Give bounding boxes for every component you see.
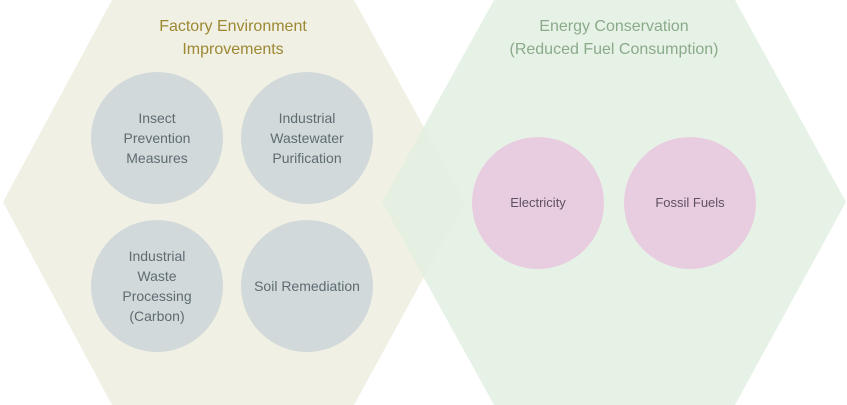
label-wastewater-purification: Industrial Wastewater Purification xyxy=(270,110,344,166)
title-energy-conservation: Energy Conservation (Reduced Fuel Consum… xyxy=(509,18,719,58)
circle-insect-prevention xyxy=(91,72,223,204)
label-electricity: Electricity xyxy=(510,195,566,210)
title-factory-environment: Factory Environment Improvements xyxy=(159,18,307,58)
hexagon-energy-conservation xyxy=(382,0,846,405)
circle-waste-processing xyxy=(91,220,223,352)
circle-fossil-fuels xyxy=(624,137,756,269)
label-fossil-fuels: Fossil Fuels xyxy=(655,195,725,210)
label-waste-processing: Industrial Waste Processing (Carbon) xyxy=(122,248,192,324)
circle-soil-remediation xyxy=(241,220,373,352)
circle-electricity xyxy=(472,137,604,269)
label-insect-prevention: Insect Prevention Measures xyxy=(123,110,191,166)
label-soil-remediation: Soil Remediation xyxy=(254,278,360,294)
circle-wastewater-purification xyxy=(241,72,373,204)
